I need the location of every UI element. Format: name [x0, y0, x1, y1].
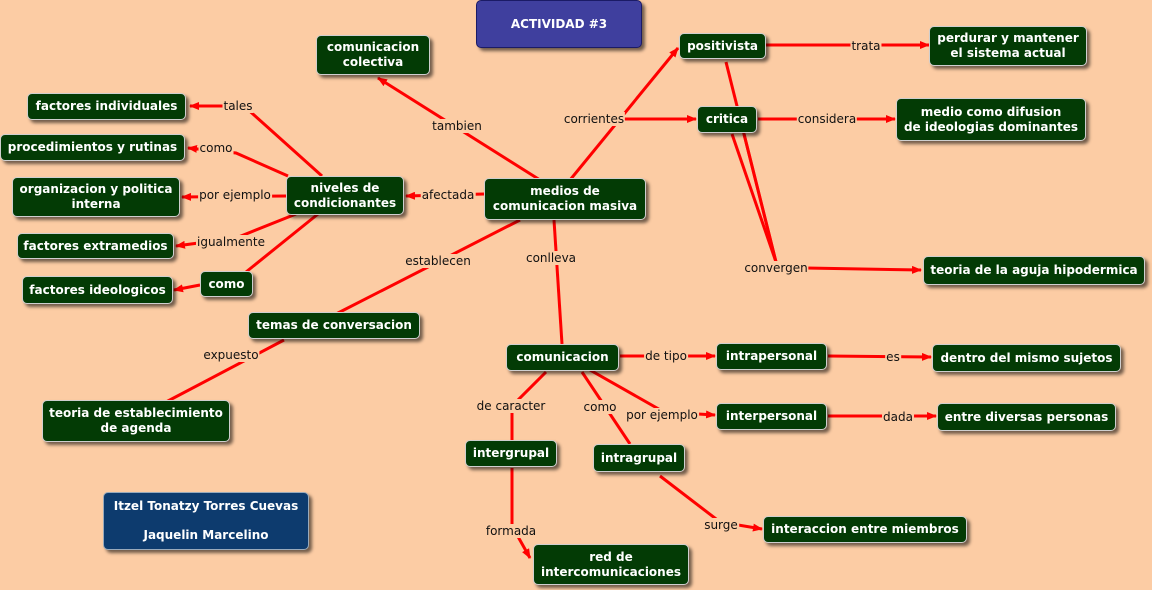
label-afectada: afectada [420, 188, 476, 202]
node-temas-conversacion[interactable]: temas de conversacion [248, 312, 420, 339]
label-dada: dada [882, 410, 914, 424]
label-como-intragrupal: como [582, 400, 618, 414]
node-intergrupal[interactable]: intergrupal [465, 440, 557, 467]
label-es: es [885, 350, 901, 364]
node-interpersonal[interactable]: interpersonal [716, 403, 827, 430]
edge-niveles-como [245, 212, 319, 274]
node-interaccion-miembros[interactable]: interaccion entre miembros [763, 516, 967, 543]
node-factores-extramedios[interactable]: factores extramedios [17, 233, 174, 259]
node-comunicacion[interactable]: comunicacion [506, 344, 619, 371]
label-convergen: convergen [743, 261, 809, 275]
node-medios-comunicacion-masiva[interactable]: medios de comunicacion masiva [484, 178, 646, 220]
label-corrientes: corrientes [562, 112, 626, 126]
label-igualmente: igualmente [195, 235, 267, 249]
label-expuesto: expuesto [202, 348, 260, 362]
label-de-caracter: de caracter [475, 399, 547, 413]
label-como-procedimientos: como [198, 141, 234, 155]
label-por-ejemplo-interpersonal: por ejemplo [625, 408, 699, 422]
node-perdurar-sistema[interactable]: perdurar y mantener el sistema actual [929, 26, 1087, 66]
node-intrapersonal[interactable]: intrapersonal [716, 343, 827, 370]
node-procedimientos-rutinas[interactable]: procedimientos y rutinas [0, 134, 185, 161]
node-intragrupal[interactable]: intragrupal [593, 444, 685, 472]
label-formada: formada [484, 524, 538, 538]
edge-critica-convergen-a [730, 133, 778, 263]
edge-critica-convergen-b [742, 133, 778, 263]
node-entre-diversas-personas[interactable]: entre diversas personas [937, 403, 1116, 431]
edge-temas-agenda [165, 338, 285, 404]
edge-intrapersonal-mismo [827, 352, 932, 361]
label-surge: surge [703, 518, 739, 532]
label-por-ejemplo-organizacion: por ejemplo [198, 188, 272, 202]
node-factores-individuales[interactable]: factores individuales [27, 93, 186, 120]
node-como[interactable]: como [200, 271, 253, 297]
label-tales: tales [222, 99, 254, 113]
node-medio-difusion[interactable]: medio como difusion de ideologias domina… [896, 98, 1086, 141]
edge-medios-comunicacion [552, 219, 564, 345]
label-tambien: tambien [431, 119, 483, 133]
node-teoria-aguja[interactable]: teoria de la aguja hipodermica [923, 256, 1145, 285]
label-establecen: establecen [404, 254, 472, 268]
label-de-tipo: de tipo [644, 349, 688, 363]
title-node[interactable]: ACTIVIDAD #3 [476, 0, 642, 48]
edge-como-ideologicos [173, 283, 201, 293]
credits-box: Itzel Tonatzy Torres Cuevas Jaquelin Mar… [103, 492, 309, 550]
node-niveles-condicionantes[interactable]: niveles de condicionantes [286, 176, 404, 215]
node-dentro-mismo-sujetos[interactable]: dentro del mismo sujetos [932, 344, 1121, 372]
edge-intergrupal-red [510, 468, 532, 559]
credit-name-2: Jaquelin Marcelino [143, 528, 269, 542]
node-comunicacion-colectiva[interactable]: comunicacion colectiva [316, 35, 430, 75]
label-conlleva: conlleva [524, 251, 578, 265]
node-factores-ideologicos[interactable]: factores ideologicos [22, 276, 173, 304]
node-organizacion-politica[interactable]: organizacion y politica interna [12, 177, 180, 217]
edge-convergen-aguja [805, 265, 922, 274]
credit-name-1: Itzel Tonatzy Torres Cuevas [113, 499, 299, 513]
node-critica[interactable]: critica [697, 106, 757, 133]
node-red-intercomunicaciones[interactable]: red de intercomunicaciones [533, 544, 689, 585]
node-teoria-agenda[interactable]: teoria de establecimiento de agenda [42, 400, 230, 442]
label-considera: considera [796, 112, 858, 126]
label-trata: trata [850, 39, 882, 53]
node-positivista[interactable]: positivista [679, 33, 766, 59]
